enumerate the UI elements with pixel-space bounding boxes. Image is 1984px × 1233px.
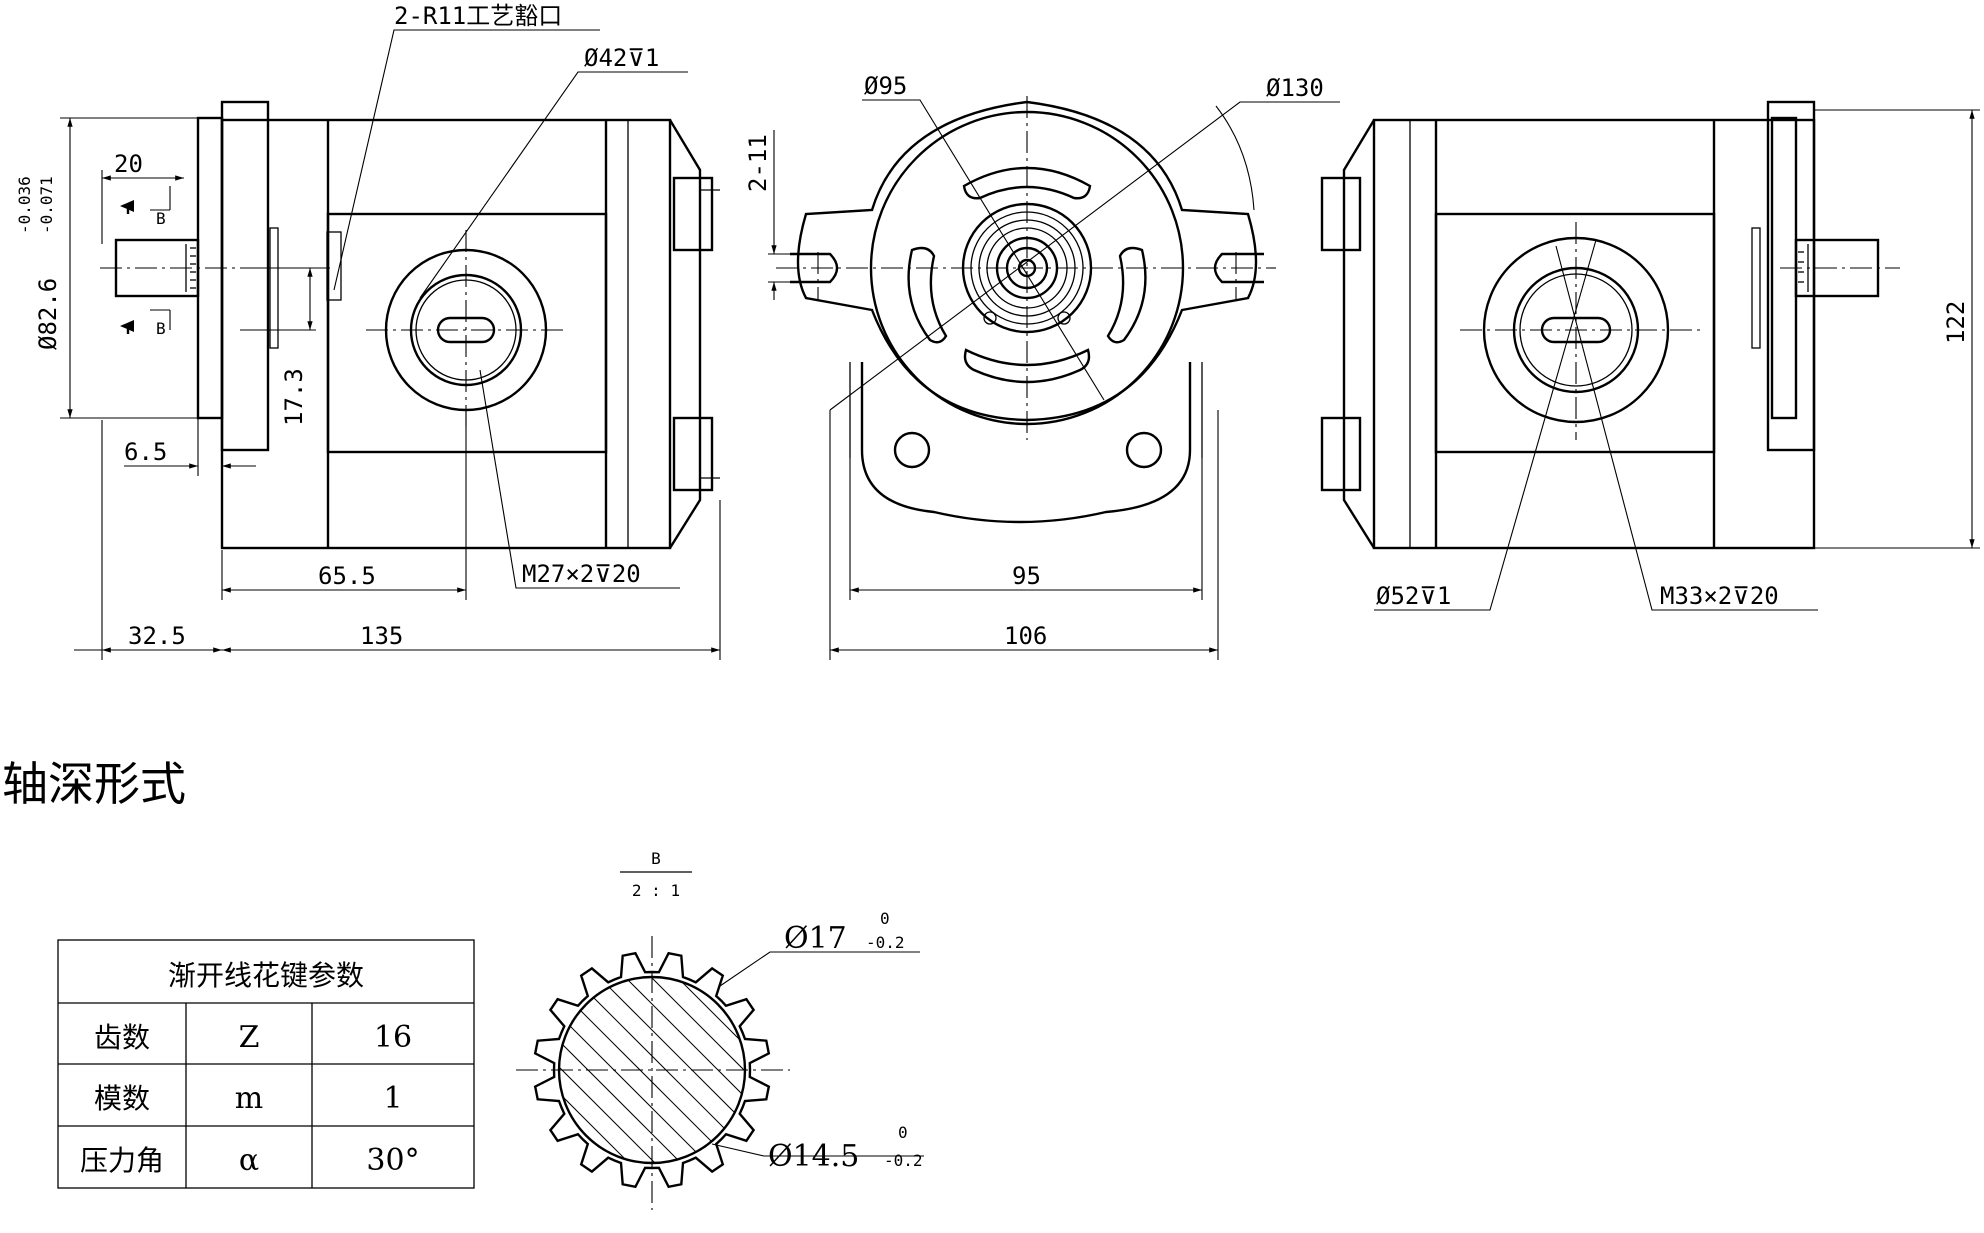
spline-table-title: 渐开线花键参数 (168, 959, 364, 992)
mount-hole-right (1125, 431, 1163, 469)
mount-hole-left (893, 431, 931, 469)
left-view: B B 20 Ø82.6 -0.036 -0.071 17.3 (15, 2, 721, 660)
rear-boss-top (672, 176, 714, 252)
pump-body (220, 118, 672, 550)
label-pilot-diameter: Ø95 (864, 72, 907, 100)
hatch-line (649, 977, 745, 1163)
slot-left (790, 252, 839, 284)
hatch-line (559, 977, 657, 1163)
root-tol-lower: -0.2 (884, 1151, 923, 1170)
dim-shaft-protrusion: 32.5 (128, 622, 186, 650)
dim-overall-width: 106 (1004, 622, 1047, 650)
root-tol-upper: 0 (898, 1123, 908, 1142)
dim-flange-step: 6.5 (124, 438, 167, 466)
right-body-face (1434, 212, 1716, 454)
dim-port-position: 65.5 (318, 562, 376, 590)
detail-name: B (651, 849, 661, 868)
body-face (326, 212, 608, 454)
dim-slot-width: 2-11 (744, 134, 772, 192)
tol-lower: -0.071 (37, 176, 56, 234)
label-outlet-spotface: Ø52⊽1 (1376, 582, 1451, 610)
right-flange (1766, 100, 1816, 452)
row-teeth-name: 齿数 (94, 1021, 150, 1054)
spline-parameter-table: 渐开线花键参数 齿数 Z 16 模数 m 1 压力角 α 30° (57, 939, 475, 1189)
row-module-symbol: m (235, 1081, 263, 1116)
section-marker-bottom: B (156, 319, 166, 338)
outer-tol-upper: 0 (880, 909, 890, 928)
label-port-spotface: Ø42⊽1 (584, 44, 659, 72)
outer-tol-lower: -0.2 (866, 933, 905, 952)
row-angle-name: 压力角 (80, 1144, 164, 1177)
dim-center-offset: 17.3 (280, 368, 308, 426)
row-teeth-value: 16 (374, 1020, 412, 1055)
process-notch (326, 231, 342, 301)
row-angle-symbol: α (239, 1143, 259, 1178)
outer-diameter: Ø17 (784, 921, 847, 956)
dim-pilot-diameter: Ø82.6 (34, 278, 62, 350)
front-lower-body (860, 362, 1192, 524)
row-module-name: 模数 (94, 1082, 150, 1115)
tol-upper: -0.036 (15, 176, 34, 234)
row-module-value: 1 (383, 1081, 402, 1116)
rear-boss-bottom (672, 416, 714, 492)
front-view: 2-11 Ø95 Ø130 95 106 (744, 72, 1340, 660)
label-process-holes: 2-R11工艺豁口 (394, 2, 562, 30)
dim-shaft-length: 20 (114, 150, 143, 178)
label-inlet-thread: M27×2⊽20 (522, 560, 641, 588)
section-marker-top: B (156, 209, 166, 228)
dim-body-width: 95 (1012, 562, 1041, 590)
dim-overall-height: 122 (1942, 301, 1970, 344)
label-bolt-circle: Ø130 (1266, 74, 1324, 102)
detail-scale: 2 : 1 (632, 881, 680, 900)
mounting-flange (220, 100, 270, 452)
row-teeth-symbol: Z (239, 1020, 260, 1055)
row-angle-value: 30° (366, 1143, 419, 1178)
dim-overall-length: 135 (360, 622, 403, 650)
right-body (1372, 118, 1816, 550)
root-diameter: Ø14.5 (768, 1139, 859, 1174)
label-outlet-thread: M33×2⊽20 (1660, 582, 1779, 610)
right-view: 122 Ø52⊽1 M33×2⊽20 (1320, 100, 1980, 611)
section-heading: 轴深形式 (2, 757, 186, 811)
